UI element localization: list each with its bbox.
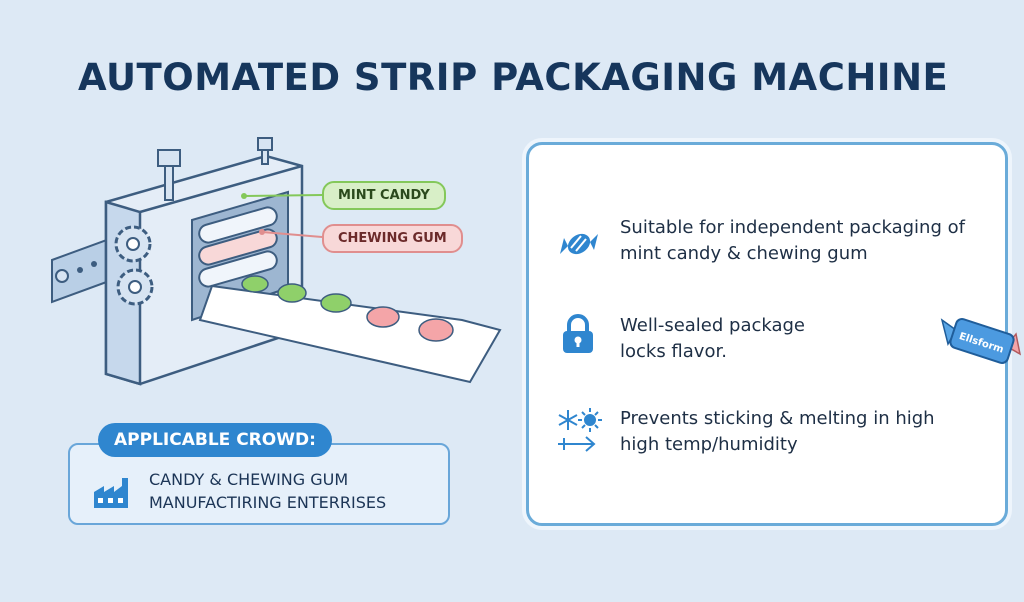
applicable-crowd-text: CANDY & CHEWING GUM MANUFACTIRING ENTERR… bbox=[149, 468, 386, 514]
candy-wrapper-decoration: Ellsform bbox=[940, 318, 1022, 364]
feature-2-line-2: locks flavor. bbox=[620, 341, 727, 362]
chewing-gum-label: CHEWING GUM bbox=[322, 224, 463, 253]
machine-body bbox=[104, 137, 304, 386]
gear-icon bbox=[114, 225, 152, 263]
feature-3-text: Prevents sticking & melting in high high… bbox=[620, 406, 935, 458]
packaging-machine-illustration bbox=[51, 137, 502, 386]
feature-3-line-2: high temp/humidity bbox=[620, 434, 798, 455]
wrapped-candy-icon bbox=[560, 233, 598, 255]
lock-icon bbox=[563, 314, 593, 353]
factory-icon bbox=[94, 478, 128, 508]
features-panel bbox=[526, 142, 1008, 526]
snowflake-sun-icon bbox=[558, 408, 602, 452]
output-strip bbox=[198, 275, 502, 384]
feature-3-line-1: Prevents sticking & melting in high bbox=[620, 408, 935, 429]
mint-candy-label: MINT CANDY bbox=[322, 181, 446, 210]
feature-2-line-1: Well-sealed package bbox=[620, 315, 806, 336]
applicable-crowd-heading: APPLICABLE CROWD: bbox=[98, 423, 332, 457]
input-conveyor bbox=[51, 236, 113, 304]
page-title: AUTOMATED STRIP PACKAGING MACHINE bbox=[78, 56, 949, 99]
gear-icon bbox=[116, 268, 154, 306]
crowd-line-2: MANUFACTIRING ENTERRISES bbox=[149, 493, 387, 512]
feature-1-line-1: Suitable for independent packaging of bbox=[620, 217, 965, 238]
feature-1-text: Suitable for independent packaging of mi… bbox=[620, 215, 965, 267]
crowd-line-1: CANDY & CHEWING GUM bbox=[149, 470, 349, 489]
feature-2-text: Well-sealed package locks flavor. bbox=[620, 313, 805, 365]
feature-1-line-2: mint candy & chewing gum bbox=[620, 243, 868, 264]
